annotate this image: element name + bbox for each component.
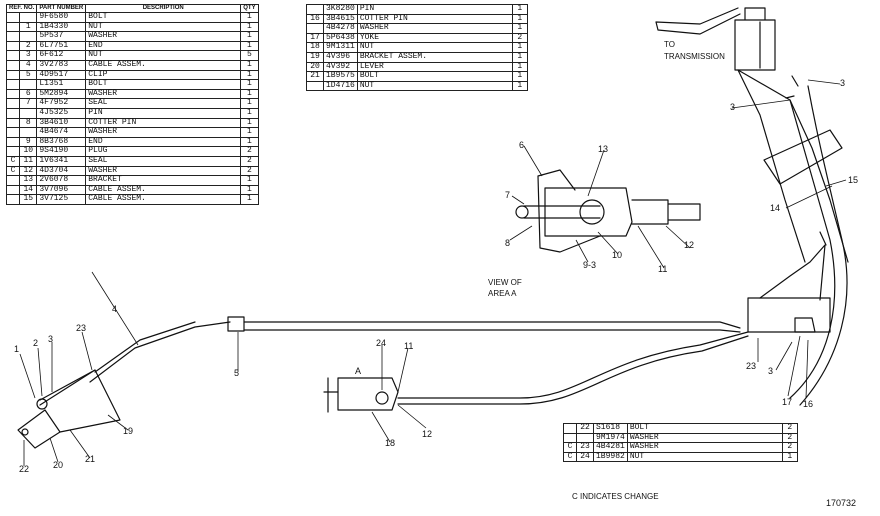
- callout-6: 6: [519, 140, 525, 150]
- lever-rod: [39, 369, 96, 401]
- ref-number: [306, 80, 324, 92]
- callout-10: 10: [612, 250, 623, 260]
- callout-13: 13: [598, 144, 609, 154]
- lower-bracket: [747, 297, 831, 333]
- callout-24: 24: [376, 338, 387, 348]
- cable-4-outer: [94, 321, 196, 373]
- callout-12-detail: 12: [684, 240, 695, 250]
- callout-4: 4: [112, 304, 118, 314]
- leader-lines: [19, 79, 847, 466]
- callout-8: 8: [505, 238, 511, 248]
- bracket-19: [39, 369, 121, 433]
- callout-21: 21: [85, 454, 96, 464]
- quantity: 1: [781, 451, 798, 463]
- detail-ball: [579, 199, 605, 225]
- callout-16: 16: [803, 399, 814, 409]
- transmission-plate: [763, 129, 843, 185]
- cable-clip-5: [227, 316, 245, 332]
- cable-15: [799, 85, 848, 406]
- view-label-1: VIEW OF: [488, 278, 522, 287]
- cable-anchor: [819, 231, 827, 246]
- callout-23-left: 23: [76, 323, 87, 333]
- detail-bracket: [537, 169, 601, 253]
- detail-rod: [523, 205, 601, 219]
- callout-3-upper: 3: [840, 78, 846, 88]
- quantity: 1: [240, 194, 259, 205]
- callout-11-detail: 11: [658, 264, 668, 274]
- header-ref-no: REF. NO.: [5, 4, 38, 13]
- cable-end-upper: [785, 75, 799, 99]
- bracket-lever: [759, 244, 826, 301]
- callout-14: 14: [770, 203, 781, 213]
- callout-19: 19: [123, 426, 134, 436]
- detail-housing: [544, 187, 633, 237]
- change-note: C INDICATES CHANGE: [572, 492, 659, 501]
- area-a-nut: [375, 391, 389, 405]
- callout-12: 12: [422, 429, 433, 439]
- callout-20: 20: [53, 460, 64, 470]
- callout-7: 7: [505, 190, 511, 200]
- view-label-2: AREA A: [488, 289, 517, 298]
- figure-number: 170732: [826, 498, 857, 508]
- transmission-body: [737, 69, 849, 263]
- transmission-housing: [734, 7, 776, 71]
- to-transmission-label-1: TO: [664, 40, 675, 49]
- callout-17: 17: [782, 397, 793, 407]
- area-a-housing: [337, 377, 399, 411]
- cable-18-outer: [397, 335, 749, 405]
- quantity: 1: [511, 80, 528, 92]
- detail-fitting: [631, 199, 701, 225]
- callout-3-mid: 3: [730, 102, 736, 112]
- cable-5: [243, 321, 741, 333]
- cable-4: [89, 321, 231, 383]
- yoke-17: [794, 317, 816, 333]
- callout-2: 2: [33, 338, 39, 348]
- callout-9-3: 9-3: [583, 260, 597, 270]
- to-transmission-label-2: TRANSMISSION: [664, 52, 725, 61]
- callout-18: 18: [385, 438, 396, 448]
- lever-pivot: [36, 398, 48, 410]
- ref-number: 24: [576, 451, 594, 463]
- cable-14: [789, 99, 836, 399]
- cable-18: [397, 331, 749, 399]
- area-a-marker: A: [355, 366, 362, 376]
- callout-22: 22: [19, 464, 30, 474]
- callout-11: 11: [404, 341, 414, 351]
- ref-number: 15: [19, 194, 38, 205]
- table-header-row: REF. NO. PART NUMBER DESCRIPTION QTY: [5, 4, 259, 13]
- callout-5: 5: [234, 368, 240, 378]
- callout-3-left: 3: [48, 334, 54, 344]
- callout-15: 15: [848, 175, 859, 185]
- callout-23-right: 23: [746, 361, 757, 371]
- callout-3-lower: 3: [768, 366, 774, 376]
- callout-1: 1: [14, 344, 20, 354]
- transmission-lever: [655, 7, 741, 35]
- header-qty: QTY: [240, 4, 259, 13]
- parts-table-main: REF. NO. PART NUMBER DESCRIPTION QTY 9F6…: [5, 4, 259, 205]
